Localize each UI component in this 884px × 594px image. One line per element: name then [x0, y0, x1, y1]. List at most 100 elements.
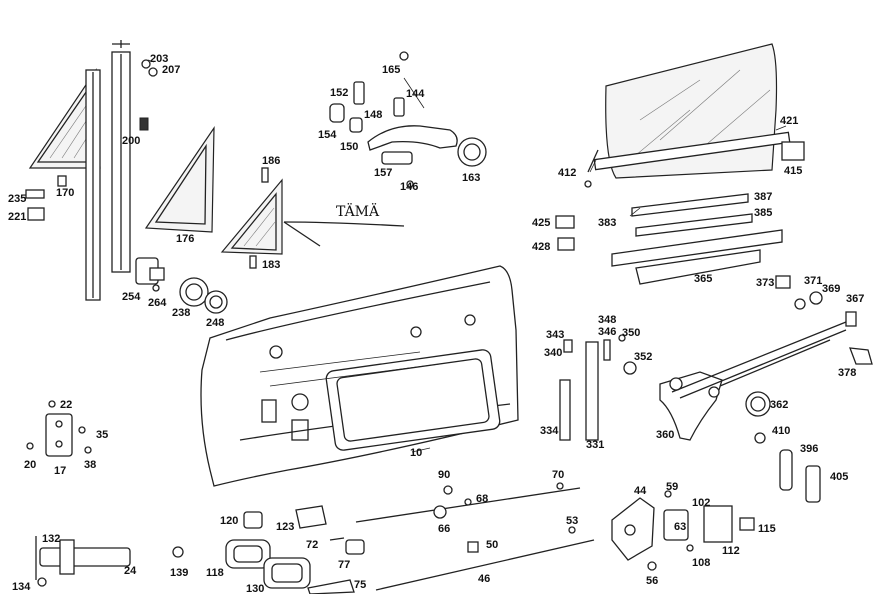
label-59: 59 [666, 481, 678, 493]
label-56: 56 [646, 575, 658, 587]
label-22: 22 [60, 399, 72, 411]
triangle-window-176 [144, 125, 215, 233]
label-132: 132 [42, 533, 60, 545]
label-248: 248 [206, 317, 224, 329]
label-44: 44 [634, 485, 647, 497]
label-150: 150 [340, 141, 358, 153]
lock-mechanism [611, 490, 755, 571]
label-254: 254 [122, 291, 141, 303]
label-360: 360 [656, 429, 674, 441]
label-207: 207 [162, 64, 180, 76]
label-352: 352 [634, 351, 652, 363]
vertical-channel [111, 40, 158, 273]
label-24: 24 [124, 565, 137, 577]
label-428: 428 [532, 241, 550, 253]
vent-hardware [25, 175, 228, 314]
label-154: 154 [318, 129, 337, 141]
label-425: 425 [532, 217, 550, 229]
label-200: 200 [122, 135, 140, 147]
label-75: 75 [354, 579, 366, 591]
annotation-text: TÄMÄ [336, 202, 380, 220]
label-53: 53 [566, 515, 578, 527]
label-63: 63 [674, 521, 686, 533]
label-340: 340 [544, 347, 562, 359]
vent-window-frame [28, 68, 101, 301]
label-186: 186 [262, 155, 280, 167]
label-396: 396 [800, 443, 818, 455]
label-163: 163 [462, 172, 480, 184]
label-371: 371 [804, 275, 822, 287]
label-152: 152 [330, 87, 348, 99]
label-348: 348 [598, 314, 616, 326]
label-70: 70 [552, 469, 564, 481]
label-415: 415 [784, 165, 802, 177]
window-regulator [659, 275, 873, 503]
label-334: 334 [540, 425, 559, 437]
label-35: 35 [96, 429, 108, 441]
label-146: 146 [400, 181, 418, 193]
label-118: 118 [206, 567, 224, 579]
label-17: 17 [54, 465, 66, 477]
label-130: 130 [246, 583, 264, 594]
clips-425-428 [555, 215, 575, 251]
label-421: 421 [780, 115, 798, 127]
triangle-window-183 [220, 167, 283, 269]
check-strap [35, 536, 184, 587]
label-102: 102 [692, 497, 710, 509]
label-120: 120 [220, 515, 238, 527]
label-412: 412 [558, 167, 576, 179]
label-77: 77 [338, 559, 350, 571]
label-90: 90 [438, 469, 450, 481]
leader-lines [147, 59, 787, 453]
label-362: 362 [770, 399, 788, 411]
label-373: 373 [756, 277, 774, 289]
label-134: 134 [12, 581, 31, 593]
label-20: 20 [24, 459, 36, 471]
label-139: 139 [170, 567, 188, 579]
label-157: 157 [374, 167, 392, 179]
door-inner-panel [200, 265, 519, 487]
label-350: 350 [622, 327, 640, 339]
label-221: 221 [8, 211, 26, 223]
label-383: 383 [598, 217, 616, 229]
door-glass [584, 43, 805, 188]
label-264: 264 [148, 297, 167, 309]
part-labels: 203 207 200 170 235 221 254 264 238 248 … [8, 53, 864, 594]
label-378: 378 [838, 367, 856, 379]
label-385: 385 [754, 207, 772, 219]
annotation-arrow: TÄMÄ [283, 202, 405, 247]
label-170: 170 [56, 187, 74, 199]
label-367: 367 [846, 293, 864, 305]
label-405: 405 [830, 471, 848, 483]
label-72: 72 [306, 539, 318, 551]
label-346: 346 [598, 326, 616, 338]
inside-handles [225, 505, 365, 594]
hinge [26, 400, 92, 457]
label-343: 343 [546, 329, 564, 341]
label-46: 46 [478, 573, 490, 585]
rods [355, 482, 595, 591]
label-144: 144 [406, 88, 425, 100]
label-112: 112 [722, 545, 740, 557]
label-176: 176 [176, 233, 194, 245]
label-10: 10 [410, 447, 422, 459]
outside-handle [329, 51, 487, 188]
label-331: 331 [586, 439, 604, 451]
label-203: 203 [150, 53, 168, 65]
label-238: 238 [172, 307, 190, 319]
label-108: 108 [692, 557, 710, 569]
glass-channels [611, 193, 783, 285]
label-165: 165 [382, 64, 400, 76]
label-369: 369 [822, 283, 840, 295]
label-115: 115 [758, 523, 776, 535]
label-50: 50 [486, 539, 498, 551]
label-123: 123 [276, 521, 294, 533]
label-68: 68 [476, 493, 488, 505]
label-183: 183 [262, 259, 280, 271]
label-66: 66 [438, 523, 450, 535]
label-38: 38 [84, 459, 96, 471]
label-148: 148 [364, 109, 382, 121]
center-channels [559, 334, 637, 441]
label-387: 387 [754, 191, 772, 203]
